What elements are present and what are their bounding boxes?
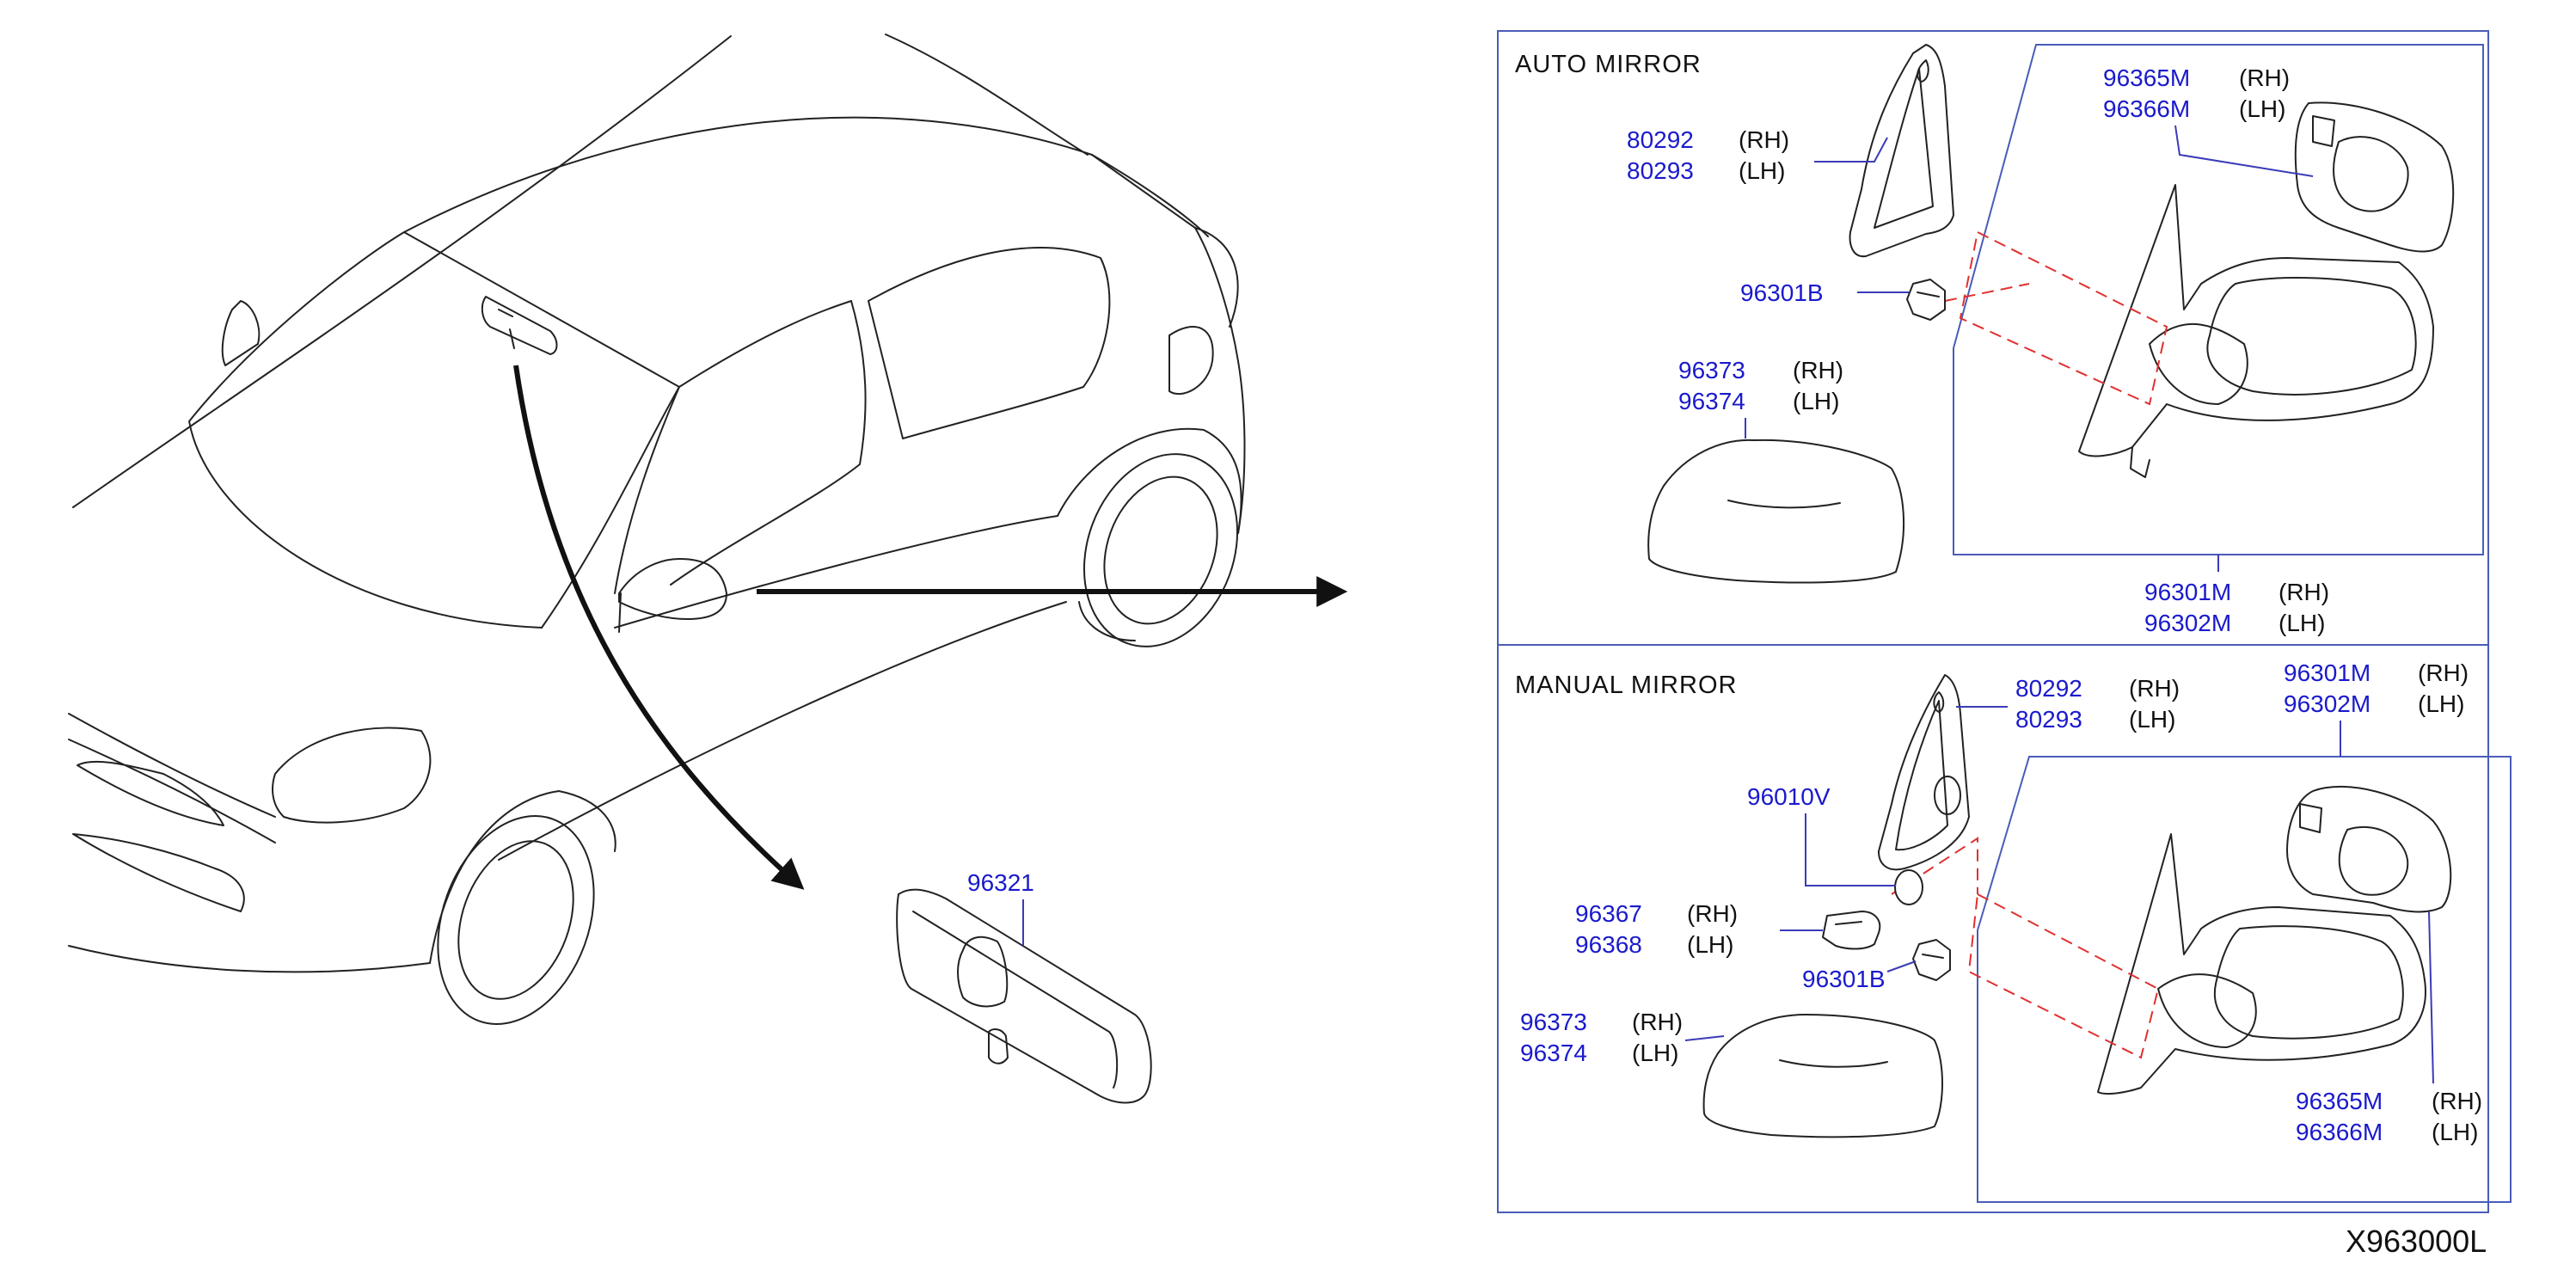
callout-manual-washer[interactable]: 96010V [1747,783,1896,886]
side-label: (LH) [1793,388,1839,414]
auto-mirror-body [2078,184,2434,478]
callout-manual-knob[interactable]: 96367 (RH) 96368 (LH) [1575,900,1823,958]
manual-base-bracket [1878,674,1970,871]
part-number-96366M: 96366M [2296,1119,2383,1145]
interior-mirror-illustration [896,888,1152,1104]
auto-nut [1906,279,1946,321]
manual-mirror-body [2097,833,2426,1095]
part-number-80292: 80292 [1627,126,1694,153]
manual-mirror-cover [1702,1014,1943,1138]
manual-assembly-frame [1977,756,2512,1203]
part-number-96301M: 96301M [2284,659,2371,686]
manual-mirror-title: MANUAL MIRROR [1515,672,1737,699]
diagram-code: X963000L [2346,1224,2487,1259]
part-number-96373: 96373 [1520,1009,1587,1035]
auto-mirror-glass [2294,101,2455,253]
side-label: (LH) [2239,95,2285,122]
callout-manual-base[interactable]: 80292 (RH) 80293 (LH) [1956,675,2180,733]
part-number-96368: 96368 [1575,931,1642,958]
part-number-96367: 96367 [1575,900,1642,927]
auto-mirror-cover [1647,439,1905,584]
side-label: (LH) [1687,931,1733,958]
part-number-80293: 80293 [2015,706,2082,733]
side-label: (LH) [1739,157,1785,184]
part-number-96301B: 96301B [1802,966,1886,992]
callout-auto-cover[interactable]: 96373 (RH) 96374 (LH) [1678,357,1843,439]
side-label: (RH) [2418,659,2469,686]
callout-manual-nut[interactable]: 96301B [1802,960,1917,992]
callout-interior-mirror[interactable]: 96321 [967,869,1034,946]
manual-washer [1894,869,1923,905]
side-label: (RH) [2129,675,2180,702]
part-number-96365M: 96365M [2296,1088,2383,1114]
callout-auto-glass[interactable]: 96365M (RH) 96366M (LH) [2103,64,2314,177]
side-label: (RH) [1632,1009,1683,1035]
part-number-96301M: 96301M [2144,579,2231,605]
side-label: (RH) [2432,1088,2482,1114]
manual-nut [1912,939,1951,981]
auto-dashed-guide [1959,230,2168,406]
part-number-80292: 80292 [2015,675,2082,702]
vehicle-illustration [68,34,1246,1026]
arrow-to-interior-mirror [513,365,805,890]
manual-mirror-glass [2286,785,2452,913]
part-number-96374: 96374 [1678,388,1745,414]
callout-auto-assy[interactable]: 96301M (RH) 96302M (LH) [2144,555,2329,636]
callout-auto-base[interactable]: 80292 (RH) 80293 (LH) [1627,126,1888,184]
part-number-96301B: 96301B [1740,279,1824,306]
part-number-96302M: 96302M [2284,690,2371,717]
part-number-80293: 80293 [1627,157,1694,184]
part-number-96302M: 96302M [2144,610,2231,636]
part-number-96373: 96373 [1678,357,1745,383]
side-label: (LH) [2129,706,2175,733]
side-label: (LH) [2279,610,2325,636]
callout-auto-nut[interactable]: 96301B [1740,279,1909,306]
side-label: (LH) [1632,1040,1678,1066]
manual-mirror-panel [1497,644,2489,1213]
part-number-96374: 96374 [1520,1040,1587,1066]
side-label: (RH) [2279,579,2329,605]
part-number-96010V: 96010V [1747,783,1831,810]
manual-dashed-guide [1967,893,2160,1059]
auto-base-bracket [1849,44,1954,258]
part-number-96365M: 96365M [2103,64,2190,91]
side-label: (RH) [2239,64,2290,91]
side-label: (RH) [1793,357,1843,383]
auto-mirror-title: AUTO MIRROR [1515,51,1702,78]
manual-knob [1822,911,1881,950]
side-label: (LH) [2432,1119,2478,1145]
callout-manual-cover[interactable]: 96373 (RH) 96374 (LH) [1520,1009,1725,1066]
part-number-96321: 96321 [967,869,1034,896]
callout-manual-glass[interactable]: 96365M (RH) 96366M (LH) [2296,911,2482,1145]
side-label: (RH) [1739,126,1789,153]
callout-manual-assy[interactable]: 96301M (RH) 96302M (LH) [2284,659,2469,757]
side-label: (RH) [1687,900,1738,927]
side-label: (LH) [2418,690,2464,717]
part-number-96366M: 96366M [2103,95,2190,122]
